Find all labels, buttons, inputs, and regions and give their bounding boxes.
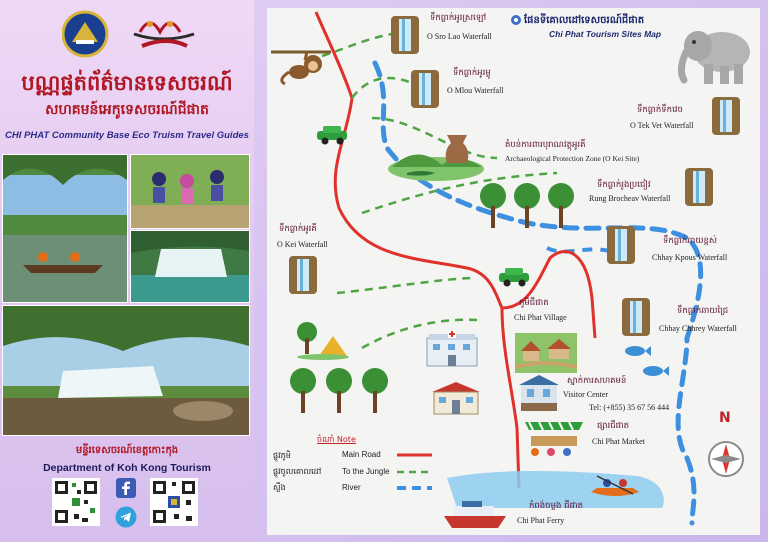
legend-note-title: ចំណាំ Note [317, 435, 356, 444]
photo-boat [2, 154, 128, 303]
map-title-en: Chi Phat Tourism Sites Map [549, 29, 662, 39]
waterfall-icon [607, 226, 635, 264]
archaeological-site-icon [388, 135, 484, 181]
visitor-center-phone: Tel: (+855) 35 67 56 444 [589, 403, 670, 412]
visitor-center-icon [519, 375, 559, 411]
tree-icon [480, 183, 574, 228]
site-mlou-en: O Mlou Waterfall [447, 86, 504, 95]
site-chhrey-kh: ទឹកធ្លាក់ឆាយជ្រៃ [677, 306, 729, 316]
logos [62, 10, 195, 58]
health-center-icon [426, 330, 478, 367]
waterfall-icon [622, 298, 650, 336]
photo-waterfall-large [2, 305, 250, 436]
car-icon [499, 268, 529, 287]
photo-waterfall-small [130, 230, 250, 303]
legend-road-kh: ផ្លូវភូមិ [273, 451, 291, 460]
ferry-icon [444, 501, 506, 528]
village-icon [515, 333, 577, 373]
jungle-trail [321, 31, 398, 58]
guide-panel: បណ្ណផ្ទត់ព័ត៌មានទេសចរណ៍ សហគមន៍អេកូទេសចរណ… [0, 0, 254, 542]
tree-icon [290, 368, 388, 413]
site-tek-vet-kh: ទឹកធ្លាក់ទឹកវេច [637, 105, 683, 115]
legend-river-kh: ស្ទឹង [273, 483, 286, 492]
legend-jungle-en: To the Jungle [342, 467, 390, 476]
car-icon [317, 126, 347, 145]
site-chhrey-en: Chhay Chhrey Waterfall [659, 324, 737, 333]
site-ferry-en: Chi Phat Ferry [517, 516, 565, 525]
camping-icon [297, 322, 349, 360]
site-ferry-kh: កំពង់ចម្លង ជីផាត [529, 501, 583, 511]
site-rung-en: Rung Brocheav Waterfall [589, 194, 671, 203]
waterfall-icon [289, 256, 317, 294]
site-archaeo-en: Archaeological Protection Zone (O Kei Si… [505, 154, 640, 163]
site-market-kh: ផ្សារជីផាត [597, 421, 630, 431]
compass-north-label: N [719, 410, 731, 426]
legend-jungle-kh: ផ្លូវចូលគោលដៅ [273, 467, 322, 476]
site-tek-vet-en: O Tek Vet Waterfall [630, 121, 694, 130]
site-market-en: Chi Phat Market [592, 437, 645, 446]
kayak-icon [591, 475, 639, 496]
site-okei-en: O Kei Waterfall [277, 240, 328, 249]
compass-icon [708, 441, 744, 477]
market-icon [525, 421, 583, 456]
main-road-line [314, 11, 597, 339]
tourism-map: N ផែនទីគោលដៅទេសចរណ៍ជីផាត Chi Phat Touris… [267, 8, 760, 535]
photo-cyclists [130, 154, 250, 229]
ministry-logo [62, 10, 109, 58]
visitor-center-kh: ស្នាក់ការសហគមន៍ [567, 376, 627, 386]
fish-icon [625, 346, 669, 376]
site-mlou-kh: ទឹកធ្លាក់អូរម្លូ [453, 68, 491, 78]
school-icon [432, 382, 480, 415]
legend-road-en: Main Road [342, 450, 381, 459]
legend-river-en: River [342, 483, 361, 492]
guide-title-en: CHI PHAT Community Base Eco Truism Trave… [5, 130, 249, 141]
map-title-marker-icon [511, 15, 521, 25]
site-village-en: Chi Phat Village [514, 313, 567, 322]
waterfall-icon [712, 97, 740, 135]
qr-code-left[interactable] [52, 478, 100, 526]
dept-name-kh: មន្ទីរទេសចរណ៍ខេត្តកោះកុង [75, 445, 179, 456]
waterfall-icon [411, 70, 439, 108]
site-sro-lao-kh: ទឹកធ្លាក់អូរស្រឡៅ [430, 13, 487, 23]
facebook-icon[interactable] [116, 478, 136, 498]
map-title-kh: ផែនទីគោលដៅទេសចរណ៍ជីផាត [524, 15, 645, 26]
guide-title-kh: បណ្ណផ្ទត់ព័ត៌មានទេសចរណ៍ [21, 71, 233, 95]
guide-subtitle-kh: សហគមន៍អេកូទេសចរណ៍ជីផាត [45, 102, 209, 118]
site-kpous-kh: ទឹកធ្លាក់ឆាយខ្ពស់ [663, 236, 717, 246]
telegram-icon[interactable] [115, 506, 137, 528]
river-line [372, 60, 704, 526]
qr-code-right[interactable] [150, 478, 198, 526]
site-archaeo-kh: តំបន់ការពារបុរាណវត្ថុអូរគី [505, 140, 586, 150]
site-village-kh: ភូមិជីផាត [519, 298, 549, 308]
site-okei-kh: ទឹកធ្លាក់អូរគី [279, 224, 317, 234]
waterfall-icon [685, 168, 713, 206]
monkey-icon [271, 50, 331, 86]
elephant-icon [677, 31, 750, 84]
visitor-center-en: Visitor Center [563, 390, 609, 399]
community-logo [133, 21, 195, 48]
waterfall-icon [391, 16, 419, 54]
dept-name-en: Department of Koh Kong Tourism [43, 462, 211, 474]
site-sro-lao-en: O Sro Lao Waterfall [427, 32, 492, 41]
site-rung-kh: ទឹកធ្លាក់រូងប្រជៀវ [597, 180, 651, 190]
site-kpous-en: Chhay Kpous Waterfall [652, 253, 728, 262]
